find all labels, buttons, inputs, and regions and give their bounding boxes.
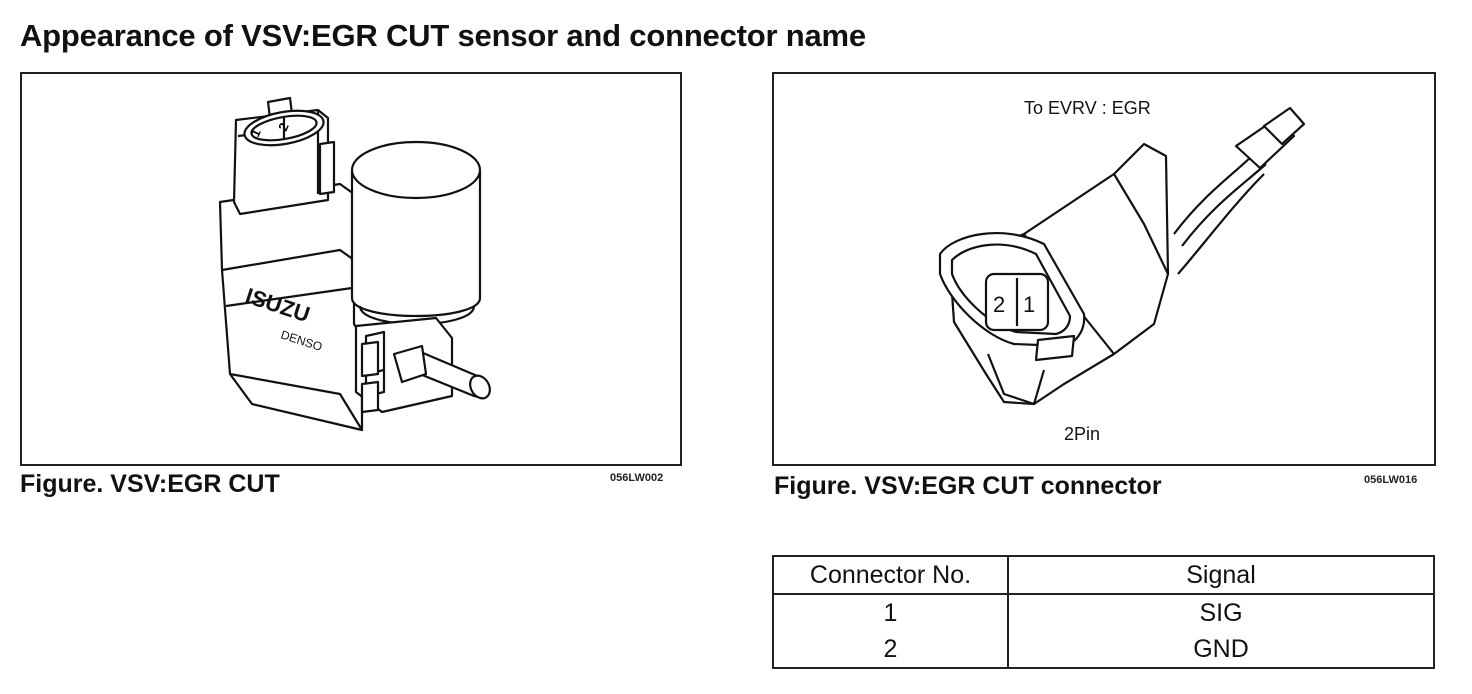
figure-right-code: 056LW016 bbox=[1364, 474, 1418, 486]
figure-right-caption: Figure. VSV:EGR CUT connector bbox=[774, 472, 1162, 500]
table-row: 2 GND bbox=[772, 631, 1435, 669]
figure-connector-illustration: To EVRV : EGR 2 1 2Pin bbox=[772, 72, 1436, 466]
connector-pin-2: 2 bbox=[993, 292, 1005, 317]
cell-signal: SIG bbox=[1007, 594, 1435, 631]
cell-connector-no: 2 bbox=[772, 631, 1009, 669]
cell-connector-no: 1 bbox=[772, 594, 1009, 631]
figure-left-code: 056LW002 bbox=[610, 472, 664, 484]
figure-vsv-illustration: 1 2 ISUZU DENSO bbox=[20, 72, 682, 466]
header-signal: Signal bbox=[1007, 555, 1435, 595]
connector-pin-1: 1 bbox=[1023, 292, 1035, 317]
label-2pin: 2Pin bbox=[1064, 424, 1100, 444]
figure-left-caption: Figure. VSV:EGR CUT bbox=[20, 470, 280, 498]
table-row: 1 SIG bbox=[772, 594, 1435, 631]
connector-signal-table: Connector No. Signal 1 SIG 2 GND bbox=[772, 555, 1435, 669]
page-title: Appearance of VSV:EGR CUT sensor and con… bbox=[20, 18, 866, 53]
solenoid-cylinder bbox=[350, 170, 482, 318]
connector-drawing: To EVRV : EGR 2 1 2Pin bbox=[938, 98, 1306, 444]
table-header-row: Connector No. Signal bbox=[772, 555, 1435, 595]
header-connector-no: Connector No. bbox=[772, 555, 1009, 595]
wire-harness bbox=[1173, 153, 1255, 235]
vsv-drawing: 1 2 ISUZU DENSO bbox=[218, 96, 491, 432]
cell-signal: GND bbox=[1007, 631, 1435, 669]
label-to-evrv: To EVRV : EGR bbox=[1024, 98, 1151, 118]
